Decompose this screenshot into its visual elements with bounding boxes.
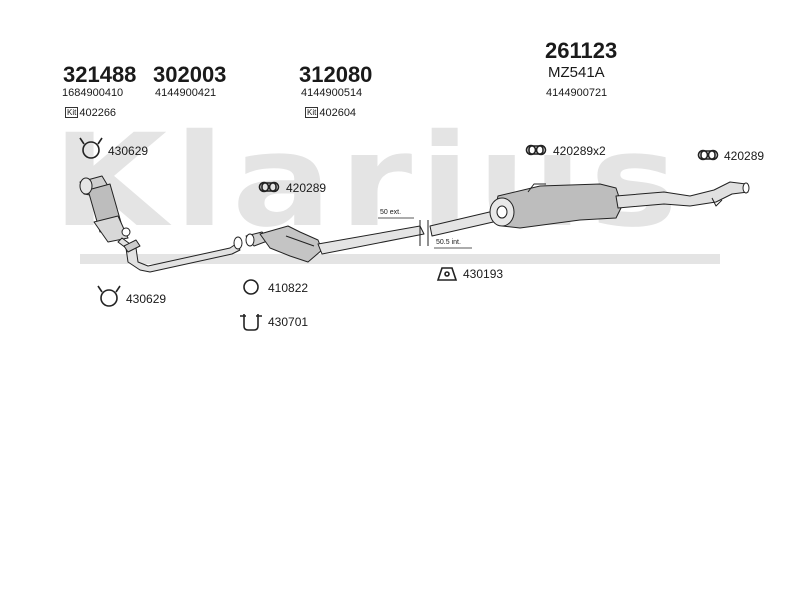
clamp-ring-icon [97, 285, 121, 307]
part-number-312080: 312080 [299, 62, 373, 87]
oem-number-4144900721: 4144900721 [546, 87, 608, 99]
part-number-321488: 321488 [63, 62, 137, 87]
kit-value: 402604 [319, 107, 357, 119]
watermark-band [80, 254, 720, 264]
rear-silencer-261123 [429, 181, 750, 237]
rubber-mount-icon [697, 149, 719, 161]
dimension-ext-label: 50 ext. [380, 209, 402, 216]
part-number-261123: 261123 [545, 38, 618, 63]
kit-value: 402266 [79, 107, 117, 119]
kit-badge: Kit [65, 107, 79, 118]
dimension-int-label: 50.5 int. [436, 239, 461, 246]
fitting-label-420289-rear: 420289 [724, 149, 765, 163]
fitting-label-420289x2: 420289x2 [553, 144, 606, 158]
rubber-mount-icon [525, 144, 547, 156]
hanger-bracket-icon [436, 267, 458, 281]
fitting-label-420289: 420289 [286, 181, 327, 195]
fitting-label-410822: 410822 [268, 281, 309, 295]
oem-number-1684900410: 1684900410 [62, 87, 124, 99]
centre-catalyst-312080 [245, 225, 425, 263]
part-number-302003: 302003 [153, 62, 227, 87]
front-pipe-302003 [117, 236, 243, 273]
gasket-ring-icon [243, 279, 259, 295]
fitting-label-430629-lower: 430629 [126, 292, 167, 306]
oem-number-4144900421: 4144900421 [155, 87, 217, 99]
dimension-leaders [378, 217, 472, 249]
rubber-mount-icon [258, 181, 280, 193]
pipe-joint-marker [419, 220, 429, 246]
fitting-label-430629: 430629 [108, 144, 149, 158]
u-clamp-icon [240, 314, 262, 331]
oem-number-4144900514: 4144900514 [301, 87, 363, 99]
klarius-watermark: Klarius [52, 107, 686, 256]
fitting-label-430701: 430701 [268, 315, 309, 329]
kit-badge: Kit [305, 107, 319, 118]
fitting-label-430193: 430193 [463, 267, 504, 281]
alt-number-mz541a: MZ541A [548, 64, 605, 81]
clamp-ring-icon [79, 137, 103, 159]
front-catalyst-321488 [79, 175, 131, 243]
